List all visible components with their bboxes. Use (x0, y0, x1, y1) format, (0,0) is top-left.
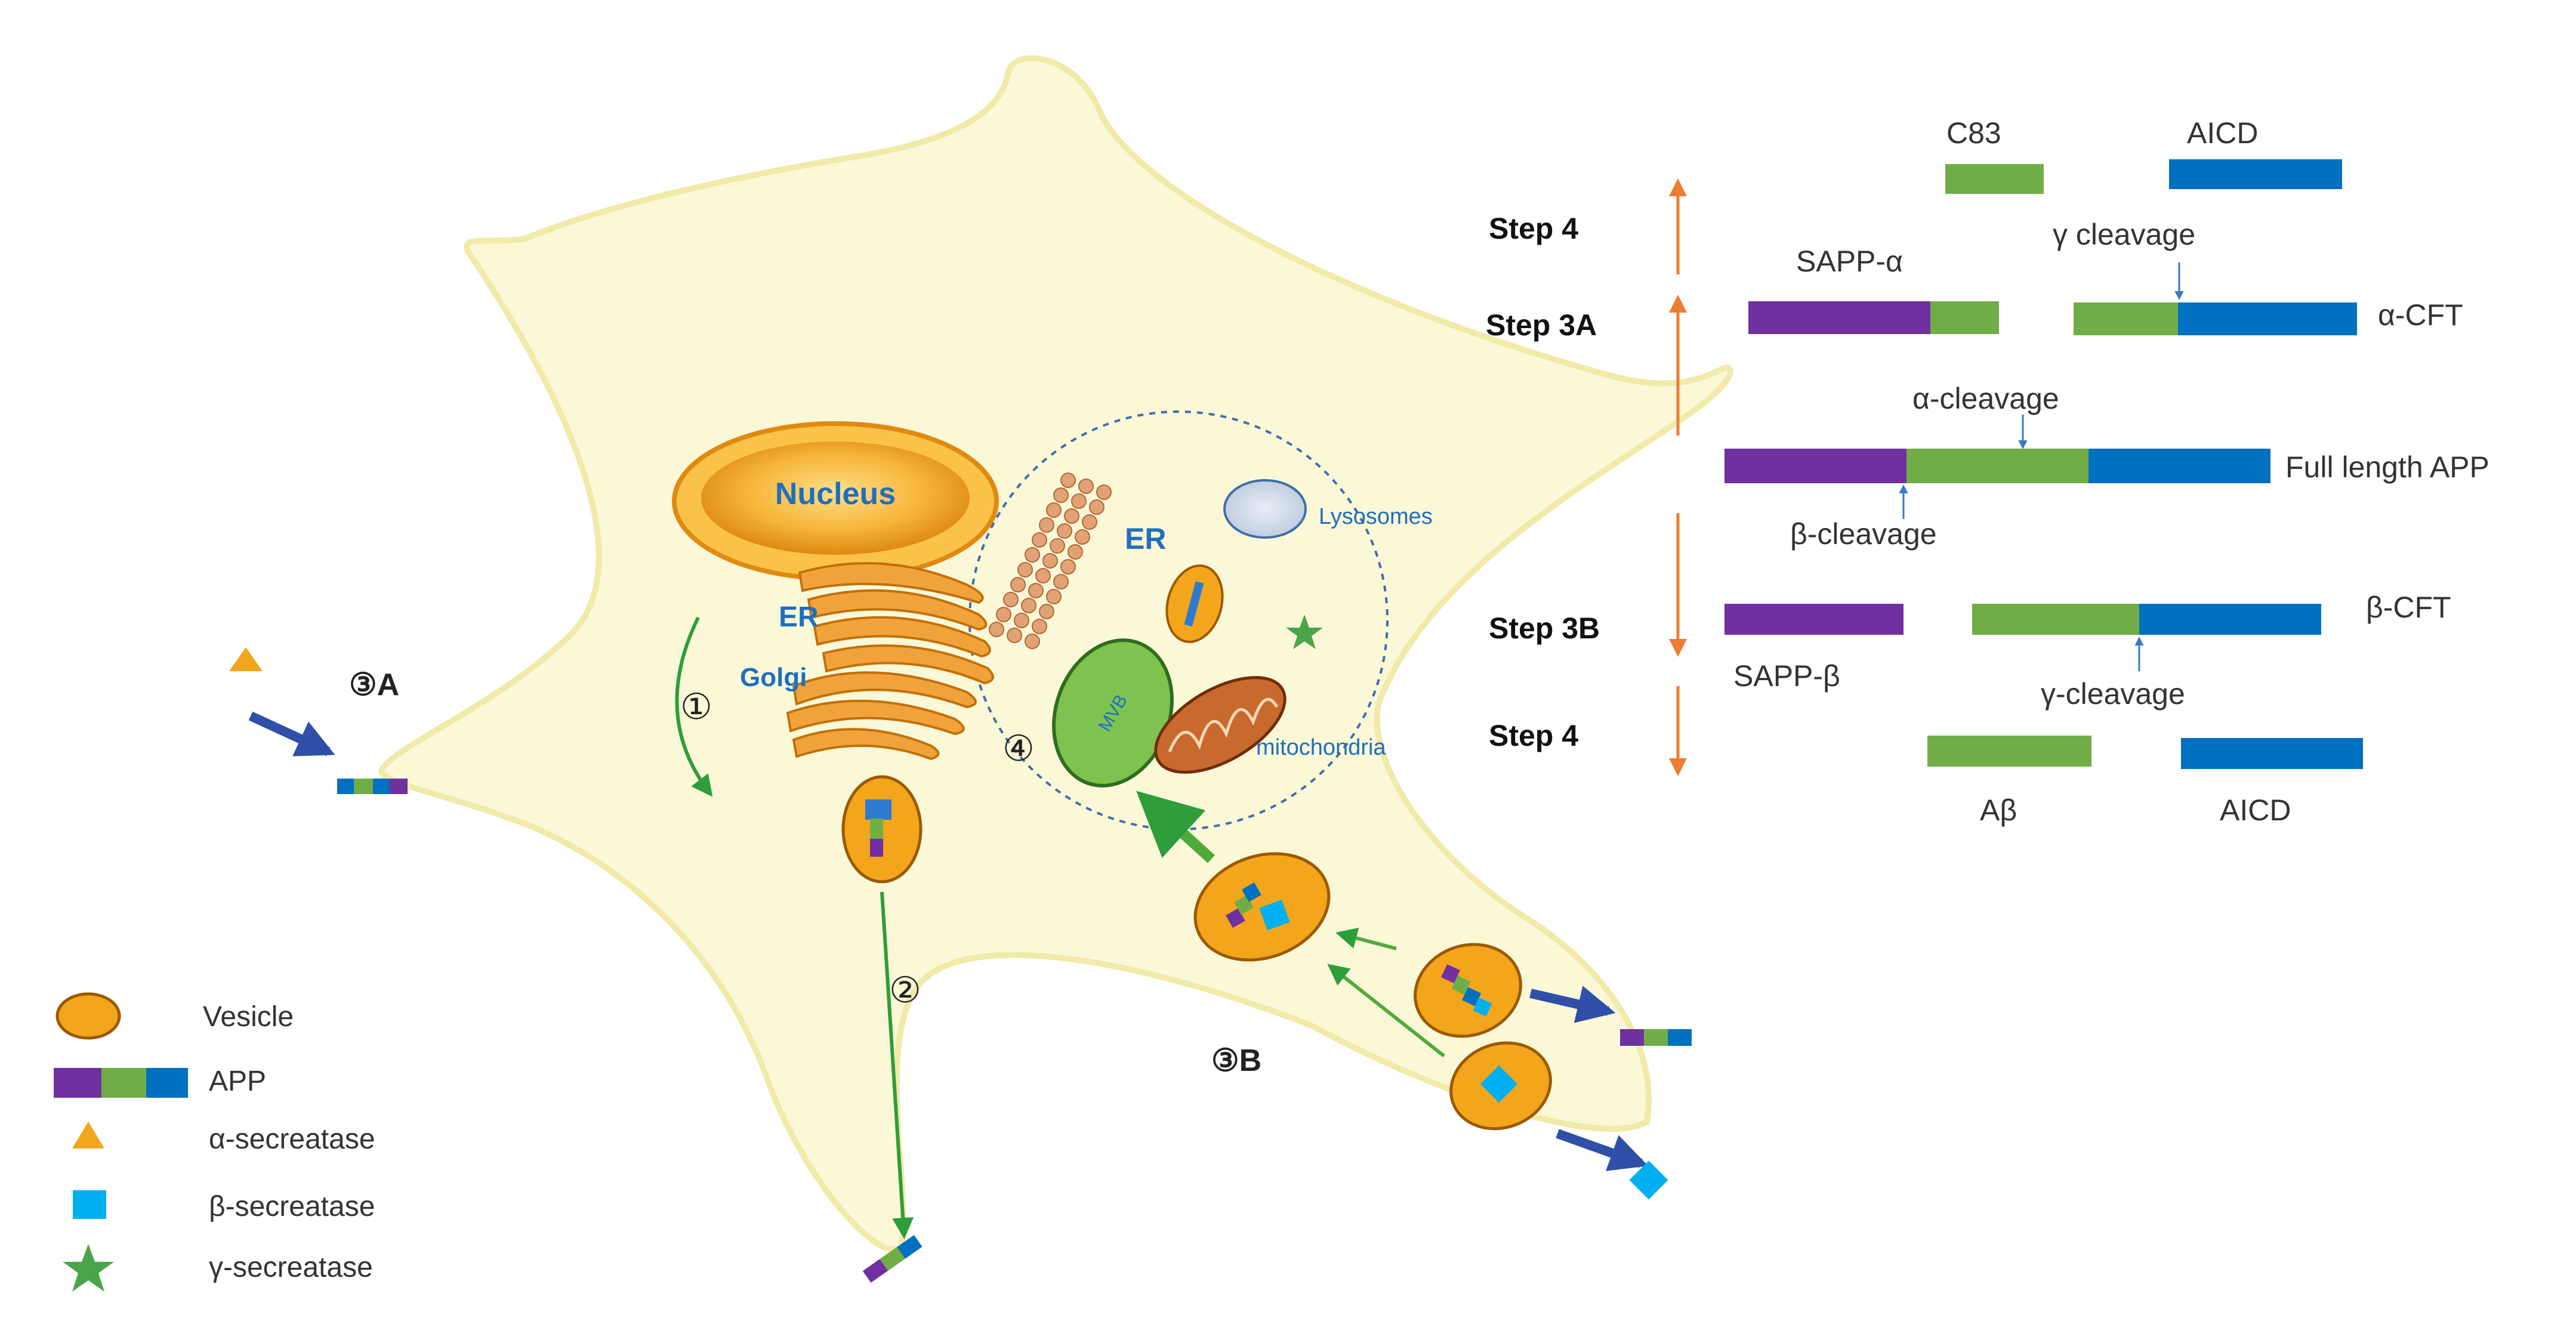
pathway-3a-label: ③A (349, 668, 399, 702)
er-golgi-stacks (786, 562, 994, 761)
pathway-1-label: ① (680, 687, 712, 727)
lysosomes-label: Lysosomes (1319, 504, 1433, 529)
endocytic-vesicle-small (1449, 1041, 1552, 1131)
endocytic-vesicle-large (1193, 852, 1331, 962)
er-left-label: ER (779, 601, 819, 633)
vesicle-transport-arrow-2 (1327, 964, 1445, 1058)
gamma-cleavage-top-label: γ cleavage (2053, 218, 2195, 251)
processing-panel: Step 4 Step 3A Step 3B Step 4 C83 AICD S… (1486, 116, 2489, 827)
lysosome (1223, 479, 1307, 539)
sapp-beta-bar (1724, 604, 1904, 635)
legend-beta-secretase-label: β-secreatase (209, 1191, 375, 1222)
alpha-secretase-triangle-icon (229, 647, 263, 671)
beta-cleavage-label: β-cleavage (1790, 517, 1937, 551)
alpha-secretase-entry-arrow (248, 711, 335, 756)
alpha-cleavage-label: α-cleavage (1912, 382, 2059, 415)
aicd-bottom-bar (2181, 738, 2363, 769)
legend-alpha-secretase-icon (72, 1122, 104, 1148)
membrane-app-left (337, 779, 408, 794)
legend-app-icon (54, 1068, 188, 1098)
alpha-ctf-bar (2074, 302, 2357, 335)
nucleus-label: Nucleus (775, 477, 896, 511)
full-length-app-bar (1724, 449, 2270, 483)
aicd-top-label: AICD (2187, 116, 2258, 150)
pathway-2-arrow (880, 891, 914, 1240)
abeta-bar (1927, 736, 2091, 767)
er-right-label: ER (1125, 522, 1166, 555)
beta-ctf-label: β-CFT (2366, 591, 2451, 624)
c83-bar (1945, 164, 2044, 194)
mitochondria-label: mitochondria (1256, 735, 1386, 760)
aicd-bottom-label: AICD (2220, 793, 2291, 827)
legend-vesicle-label: Vesicle (203, 1001, 294, 1033)
c83-label: C83 (1946, 116, 2001, 150)
nucleus: Nucleus (672, 421, 999, 581)
legend: Vesicle APP α-secreatase β-secreatase γ-… (54, 992, 375, 1292)
golgi-vesicle (841, 775, 923, 884)
beta-secretase-entry-arrow-1 (1529, 986, 1616, 1023)
pathway-2-label: ② (889, 970, 921, 1010)
legend-gamma-secretase-icon (63, 1244, 114, 1292)
golgi-label: Golgi (740, 663, 807, 692)
beta-secretase-entry-arrow-2 (1556, 1129, 1649, 1171)
aicd-top-bar (2169, 159, 2342, 189)
beta-ctf-bar (1972, 604, 2321, 635)
gamma-cleavage-bottom-label: γ-cleavage (2041, 677, 2185, 711)
pathway-3b-label: ③B (1211, 1043, 1261, 1078)
legend-app-label: APP (209, 1066, 266, 1097)
pathway-4-label: ④ (1002, 728, 1035, 768)
legend-alpha-secretase-label: α-secreatase (209, 1123, 375, 1155)
mitochondrion (1154, 676, 1287, 774)
abeta-label: Aβ (1980, 793, 2017, 827)
vesicle-transport-arrow-1 (1335, 927, 1397, 950)
step3a-label: Step 3A (1486, 308, 1597, 342)
cell-body (378, 55, 1734, 1253)
er-right-structure (989, 473, 1112, 649)
full-length-app-label: Full length APP (2285, 450, 2489, 484)
compartment-vesicle (1165, 564, 1224, 643)
membrane-app-right (1620, 1029, 1692, 1046)
gamma-secretase-star-icon (1286, 614, 1323, 649)
sapp-beta-label: SAPP-β (1733, 659, 1840, 693)
sapp-alpha-bar (1748, 301, 1999, 334)
step4-top-label: Step 4 (1489, 212, 1578, 245)
legend-beta-secretase-icon (73, 1190, 106, 1219)
endocytic-vesicle-mid (1414, 943, 1522, 1038)
legend-vesicle-icon (55, 992, 121, 1040)
pathway-1-arrow (675, 616, 713, 797)
beta-secretase-diamond-icon (1629, 1160, 1668, 1200)
membrane-app-bottom (862, 1235, 923, 1283)
step4-bottom-label: Step 4 (1489, 719, 1578, 752)
pathway-4-arrow (1136, 790, 1215, 863)
sapp-alpha-label: SAPP-α (1796, 245, 1903, 278)
step3b-label: Step 3B (1489, 612, 1600, 645)
alpha-ctf-label: α-CFT (2378, 298, 2463, 332)
legend-gamma-secretase-label: γ-secreatase (209, 1252, 373, 1283)
